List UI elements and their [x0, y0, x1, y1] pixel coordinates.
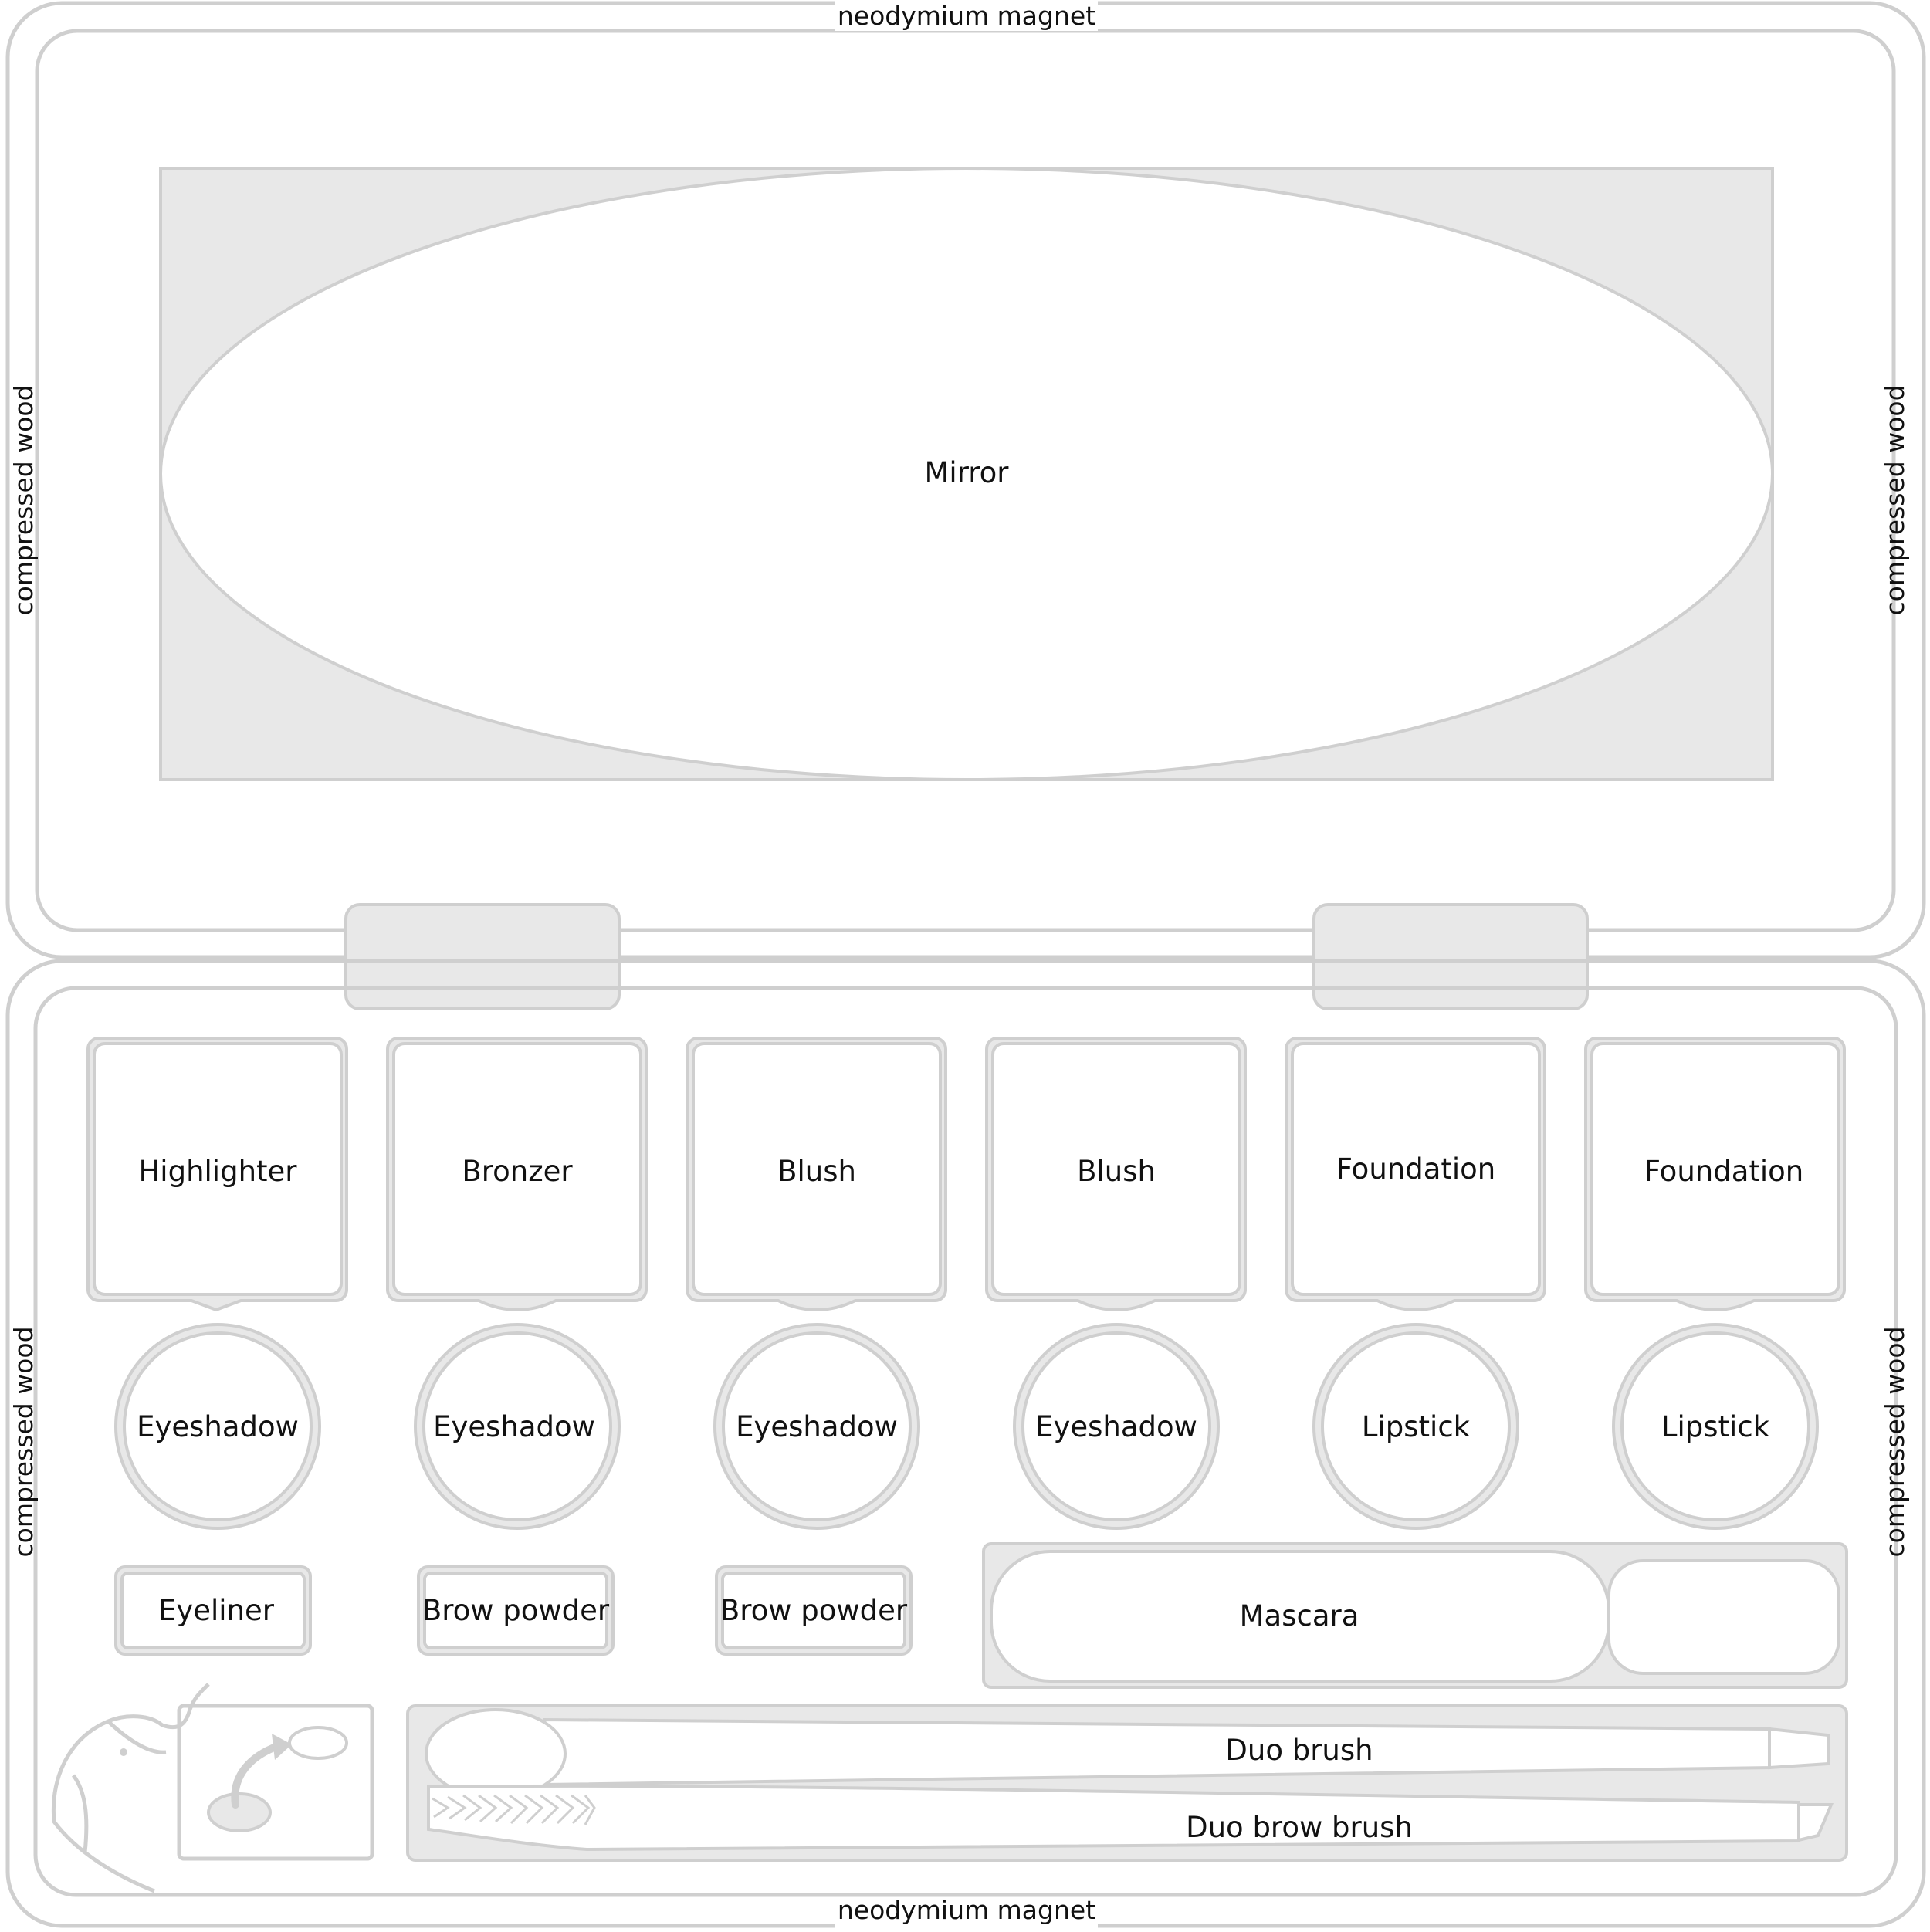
small-pan-label: Brow powder: [422, 1594, 610, 1627]
brush-compartment: Duo brush Duo brow br: [406, 1704, 1848, 1862]
circle-pan-label: Eyeshadow: [433, 1410, 595, 1443]
square-pan: Highlighter: [86, 1037, 348, 1312]
circle-pan-label: Lipstick: [1362, 1410, 1471, 1443]
duo-brow-brush-label: Duo brow brush: [1186, 1811, 1413, 1844]
brow-bristles-icon: [432, 1794, 596, 1825]
lid: neodymium magnet compressed wood compres…: [5, 0, 1926, 959]
arrow-icon: [231, 1742, 282, 1809]
small-pan: Brow powder: [417, 1565, 615, 1656]
magnet-bottom-label: neodymium magnet: [838, 1895, 1095, 1925]
hinge-right: [1312, 903, 1589, 1010]
circle-pan: Eyeshadow: [114, 1323, 321, 1530]
base-inner-case: [33, 986, 1898, 1897]
circle-pan: Eyeshadow: [713, 1323, 920, 1530]
square-pan-label: Foundation: [1644, 1155, 1804, 1188]
circle-pan-label: Eyeshadow: [1035, 1410, 1197, 1443]
circle-pan: Lipstick: [1312, 1323, 1519, 1530]
square-pan-row: Highlighter Bronzer Blush Blush Foundati: [86, 1037, 1846, 1312]
mascara-compartment: Mascara: [982, 1542, 1848, 1689]
circle-pan-label: Eyeshadow: [736, 1410, 898, 1443]
small-pan: Eyeliner: [114, 1565, 312, 1656]
square-pan: Foundation: [1285, 1037, 1546, 1311]
duo-brow-brush: Duo brow brush: [427, 1784, 1834, 1852]
wood-left-bottom-label: compressed wood: [8, 1326, 39, 1557]
mirror: [159, 167, 1774, 781]
circle-pan: Lipstick: [1612, 1323, 1819, 1530]
circle-pan: Eyeshadow: [414, 1323, 621, 1530]
small-pan-label: Brow powder: [720, 1594, 908, 1627]
square-pan-label: Bronzer: [462, 1155, 573, 1188]
square-pan: Bronzer: [386, 1037, 648, 1311]
square-pan: Foundation: [1584, 1037, 1846, 1311]
circle-pan-label: Eyeshadow: [137, 1410, 299, 1443]
compact-icon: [207, 1792, 272, 1832]
square-pan-label: Blush: [777, 1155, 856, 1188]
tip-card: [177, 1704, 374, 1861]
wood-left-top-label: compressed wood: [8, 384, 39, 615]
square-pan-label: Blush: [1077, 1155, 1156, 1188]
square-pan-label: Highlighter: [138, 1155, 297, 1188]
mascara-cap: [1607, 1559, 1840, 1675]
mascara-label: Mascara: [1240, 1599, 1359, 1633]
circle-pan: Eyeshadow: [1013, 1323, 1220, 1530]
small-pan: Brow powder: [715, 1565, 913, 1656]
base: neodymium magnet compressed wood compres…: [5, 959, 1926, 1932]
square-pan-label: Foundation: [1336, 1152, 1496, 1186]
circle-pan-label: Lipstick: [1661, 1410, 1770, 1443]
bubble-icon: [288, 1726, 348, 1760]
mascot-illustration: [51, 1683, 210, 1893]
magnet-top-label: neodymium magnet: [838, 1, 1095, 31]
small-pan-label: Eyeliner: [158, 1594, 275, 1627]
hinge-left: [344, 903, 621, 1010]
square-pan: Blush: [985, 1037, 1247, 1311]
duo-brush: Duo brush: [425, 1708, 1830, 1799]
wood-right-bottom-label: compressed wood: [1880, 1326, 1910, 1557]
square-pan: Blush: [686, 1037, 947, 1311]
wood-right-top-label: compressed wood: [1880, 384, 1910, 615]
circle-pan-row: Eyeshadow Eyeshadow Eyeshadow Eyeshadow: [114, 1323, 1819, 1530]
small-pan-row: Eyeliner Brow powder Brow powder: [114, 1565, 913, 1656]
duo-brush-label: Duo brush: [1225, 1734, 1373, 1767]
mirror-label: Mirror: [924, 456, 1009, 489]
